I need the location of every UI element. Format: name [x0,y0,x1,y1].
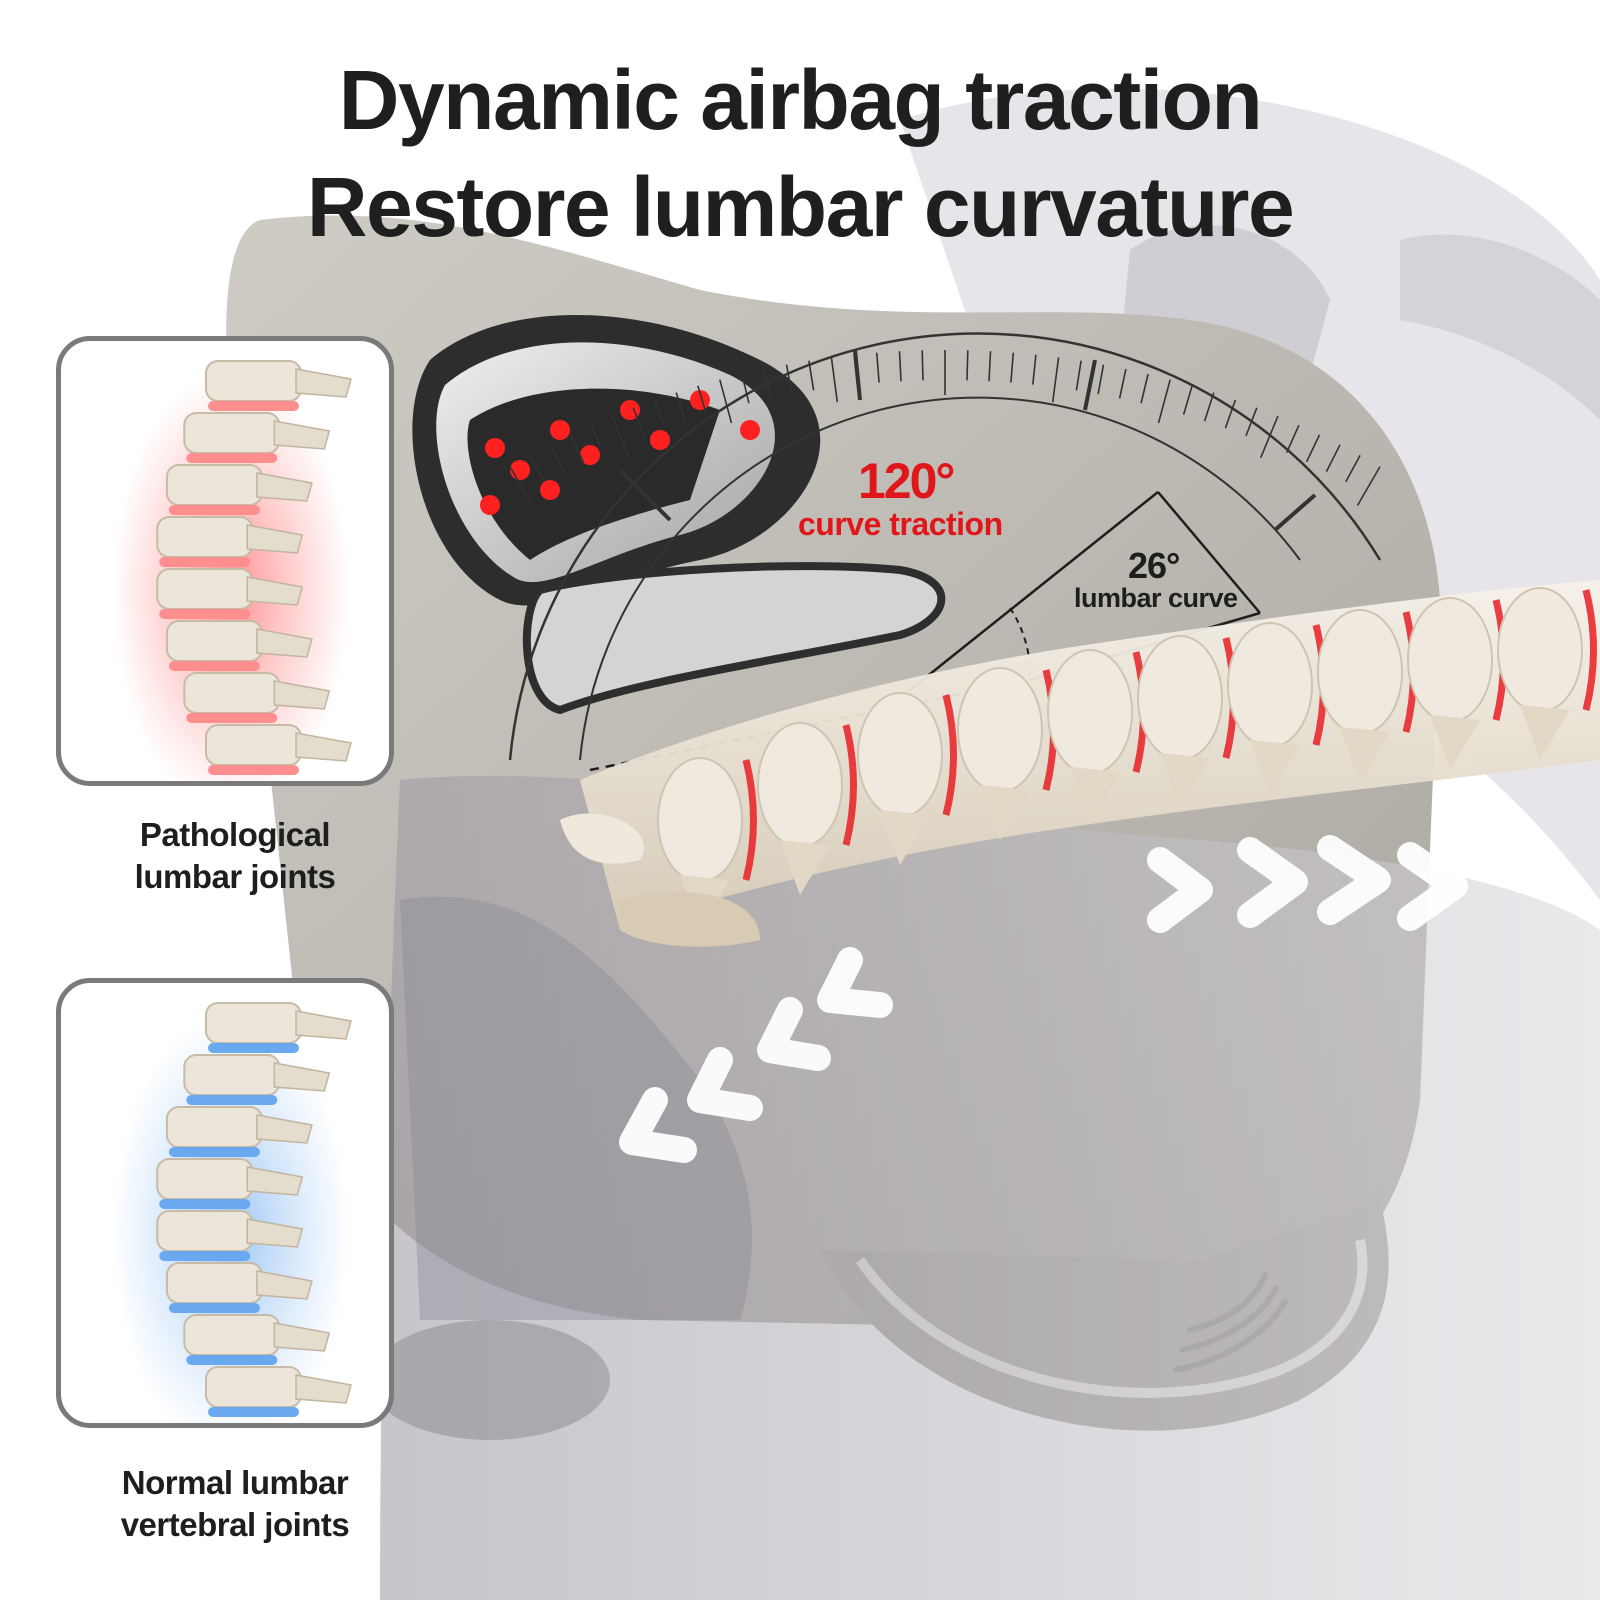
pathological-spine-panel [56,336,394,786]
headline-line-1: Dynamic airbag traction [338,53,1263,147]
normal-caption-line1: Normal lumbar [121,1464,349,1501]
normal-spine-illustration [111,1002,352,1423]
heating-plate [412,315,946,715]
pathological-spine-illustration [111,360,352,781]
traction-angle-value: 120° [858,453,955,509]
headline-line-2: Restore lumbar curvature [306,160,1295,254]
figure-overlay [380,775,1600,1600]
protractor-scale [508,332,1382,761]
pathological-caption-line1: Pathological [139,816,331,853]
device-spine [560,580,1600,947]
pathological-caption-line2: lumbar joints [134,858,336,895]
normal-caption-line2: vertebral joints [120,1506,350,1543]
traction-angle-label: curve traction [798,506,1003,542]
pathological-caption: Pathological lumbar joints [25,814,445,898]
normal-caption: Normal lumbar vertebral joints [25,1462,445,1546]
normal-spine-panel [56,978,394,1428]
arrows-right [1147,835,1468,933]
arrows-down-left [619,947,893,1163]
lumbar-angle-value: 26° [1128,545,1180,586]
lumbar-angle-label: lumbar curve [1074,583,1238,613]
